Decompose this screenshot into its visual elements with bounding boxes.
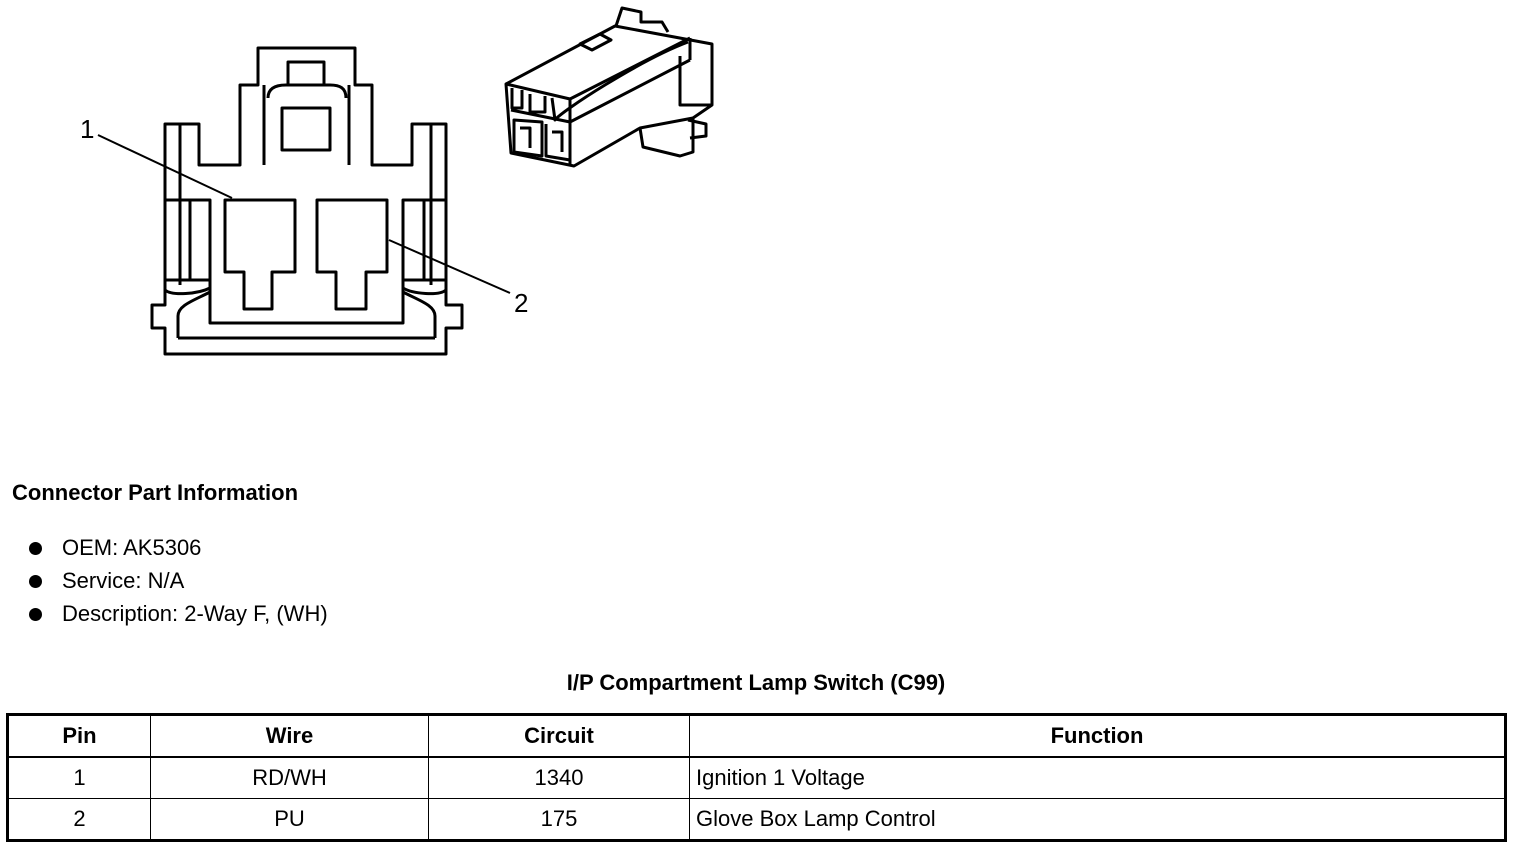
- connector-isometric-view: [504, 6, 714, 168]
- column-header-function: Function: [689, 714, 1506, 758]
- connector-info-item: Description: 2-Way F, (WH): [28, 599, 328, 632]
- function-cell: Ignition 1 Voltage: [689, 756, 1506, 799]
- column-header-circuit: Circuit: [428, 714, 690, 758]
- bullet-icon: [29, 542, 42, 555]
- circuit-cell: 175: [428, 798, 690, 841]
- pin-cell: 1: [7, 756, 151, 799]
- column-header-wire: Wire: [150, 714, 429, 758]
- pinout-table: Pin Wire Circuit Function 1 RD/WH 1340 I…: [6, 713, 1507, 842]
- connector-info-text: OEM: AK5306: [62, 535, 202, 560]
- connector-face-view: [97, 46, 511, 356]
- pin-1-callout: 1: [80, 114, 94, 144]
- circuit-cell: 1340: [428, 756, 690, 799]
- connector-info-text: Service: N/A: [62, 568, 185, 593]
- bullet-icon: [29, 575, 42, 588]
- connector-info-text: Description: 2-Way F, (WH): [62, 601, 328, 626]
- connector-info-list: OEM: AK5306 Service: N/A Description: 2-…: [28, 533, 328, 632]
- wire-cell: RD/WH: [150, 756, 429, 799]
- pin-2-callout: 2: [514, 288, 528, 318]
- connector-info-item: OEM: AK5306: [28, 533, 328, 566]
- connector-info-item: Service: N/A: [28, 566, 328, 599]
- table-header-row: Pin Wire Circuit Function: [7, 714, 1506, 758]
- table-row: 2 PU 175 Glove Box Lamp Control: [7, 798, 1506, 841]
- wire-cell: PU: [150, 798, 429, 841]
- bullet-icon: [29, 608, 42, 621]
- connector-diagram: 1 2: [80, 6, 714, 356]
- column-header-pin: Pin: [7, 714, 151, 758]
- function-cell: Glove Box Lamp Control: [689, 798, 1506, 841]
- table-title: I/P Compartment Lamp Switch (C99): [566, 670, 946, 695]
- table-row: 1 RD/WH 1340 Ignition 1 Voltage: [7, 756, 1506, 799]
- connector-info-heading: Connector Part Information: [12, 480, 299, 505]
- pin-cell: 2: [7, 798, 151, 841]
